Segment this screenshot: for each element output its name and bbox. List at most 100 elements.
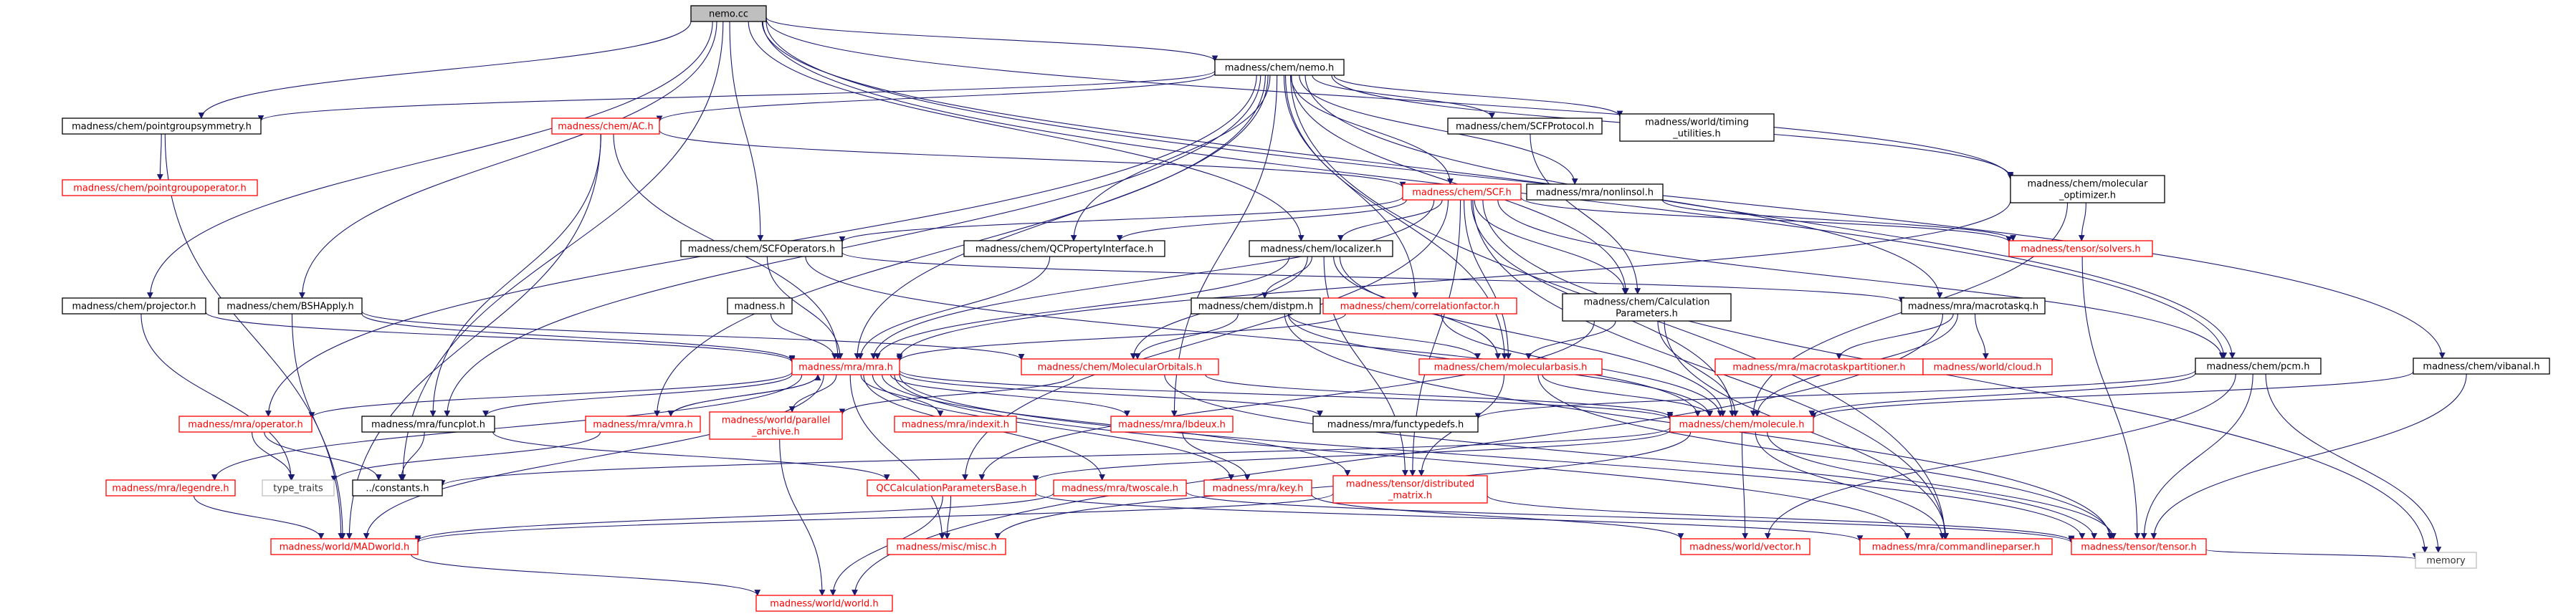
node-label: madness/chem/molecule.h xyxy=(1679,420,1804,431)
edge-macrotaskq-to-cloud xyxy=(1975,313,1989,360)
node-vector[interactable]: madness/world/vector.h xyxy=(1680,538,1811,555)
node-box xyxy=(262,479,335,497)
node-functypedefs[interactable]: madness/mra/functypedefs.h xyxy=(1312,416,1479,433)
node-macrotaskpartitioner[interactable]: madness/mra/macrotaskpartitioner.h xyxy=(1714,358,1924,375)
node-box xyxy=(2010,175,2165,203)
node-box xyxy=(270,538,419,555)
node-ac[interactable]: madness/chem/AC.h xyxy=(551,117,660,135)
node-key[interactable]: madness/mra/key.h xyxy=(1203,479,1312,497)
node-vmra[interactable]: madness/mra/vmra.h xyxy=(585,416,701,433)
edge-distpm-to-molecularbasis xyxy=(1288,313,1481,360)
edge-vibanal-to-tensor xyxy=(2150,373,2467,539)
node-bshapply[interactable]: madness/chem/BSHApply.h xyxy=(218,297,363,315)
node-box xyxy=(1312,416,1479,433)
node-label: nemo.cc xyxy=(709,9,748,20)
node-scf[interactable]: madness/chem/SCF.h xyxy=(1402,183,1522,201)
node-twoscale[interactable]: madness/mra/twoscale.h xyxy=(1053,479,1187,497)
node-label: madness/chem/molecular xyxy=(2027,179,2148,190)
edge-localizer-to-distpm xyxy=(1261,256,1313,299)
edge-mra-to-molecule xyxy=(899,370,1674,421)
node-box xyxy=(1191,297,1321,315)
node-memory[interactable]: memory xyxy=(2415,552,2477,569)
node-world[interactable]: madness/world/world.h xyxy=(755,595,893,612)
node-nemo-cc[interactable]: nemo.cc xyxy=(690,5,767,22)
node-mra[interactable]: madness/mra/mra.h xyxy=(791,358,900,375)
node-box xyxy=(690,5,767,22)
node-qcpropertyinterface[interactable]: madness/chem/QCPropertyInterface.h xyxy=(963,240,1165,257)
edge-scfoperators-to-mra xyxy=(766,256,844,360)
edge-pcm-to-vector xyxy=(1764,373,2236,539)
node-legendre[interactable]: madness/mra/legendre.h xyxy=(105,479,236,497)
edge-nemo_cc-to-projector xyxy=(146,21,713,299)
edge-mra-to-key xyxy=(872,374,1234,481)
node-correlationfactor[interactable]: madness/chem/correlationfactor.h xyxy=(1322,297,1517,315)
edge-funcplot-to-constants xyxy=(398,431,425,481)
node-calcparams[interactable]: madness/chem/CalculationParameters.h xyxy=(1562,293,1732,322)
node-label: Parameters.h xyxy=(1616,309,1678,320)
edge-scf-to-molecularbasis xyxy=(1464,199,1512,360)
node-type-traits[interactable]: type_traits xyxy=(262,479,335,497)
node-tensor[interactable]: madness/tensor/tensor.h xyxy=(2071,538,2207,555)
node-nonlinsol[interactable]: madness/mra/nonlinsol.h xyxy=(1526,183,1664,201)
node-molecule[interactable]: madness/chem/molecule.h xyxy=(1669,416,1814,433)
node-distpm[interactable]: madness/chem/distpm.h xyxy=(1191,297,1321,315)
node-madness-h[interactable]: madness.h xyxy=(727,297,793,315)
node-label: madness/mra/nonlinsol.h xyxy=(1536,188,1654,198)
edge-scfoperators-to-macrotaskq xyxy=(841,251,1905,304)
edge-scf-to-scfoperators xyxy=(839,196,1403,243)
node-qccalc[interactable]: QCCalculationParametersBase.h xyxy=(867,479,1036,497)
edge-nemo_h-to-pcm xyxy=(1304,75,2236,359)
node-operator[interactable]: madness/mra/operator.h xyxy=(178,416,313,433)
edge-distributed_matrix-to-tensor xyxy=(1487,495,2075,542)
node-label: madness/world/MADworld.h xyxy=(280,542,410,553)
node-distributed-matrix[interactable]: madness/tensor/distributed_matrix.h xyxy=(1332,475,1488,504)
node-pointgroupsymmetry[interactable]: madness/chem/pointgroupsymmetry.h xyxy=(62,117,262,135)
node-molecular-optimizer[interactable]: madness/chem/molecular_optimizer.h xyxy=(2010,175,2165,203)
node-box xyxy=(755,595,893,612)
node-scfoperators[interactable]: madness/chem/SCFOperators.h xyxy=(680,240,843,257)
node-nemo-h[interactable]: madness/chem/nemo.h xyxy=(1214,59,1345,76)
edge-calcparams-to-molecularbasis xyxy=(1525,320,1616,360)
node-macrotaskq[interactable]: madness/mra/macrotaskq.h xyxy=(1901,297,2046,315)
node-madworld[interactable]: madness/world/MADworld.h xyxy=(270,538,419,555)
node-cloud[interactable]: madness/world/cloud.h xyxy=(1922,358,2053,375)
edge-legendre-to-madworld xyxy=(193,495,325,539)
edge-mra-to-funcplot xyxy=(482,374,793,417)
node-label: madness/chem/AC.h xyxy=(558,122,654,133)
edge-twoscale-to-tensor xyxy=(1186,491,2075,544)
node-funcplot[interactable]: madness/mra/funcplot.h xyxy=(361,416,495,433)
node-lbdeux[interactable]: madness/mra/lbdeux.h xyxy=(1110,416,1234,433)
node-timing[interactable]: madness/world/timing_utilities.h xyxy=(1619,113,1775,142)
node-molecularbasis[interactable]: madness/chem/molecularbasis.h xyxy=(1418,358,1603,375)
node-localizer[interactable]: madness/chem/localizer.h xyxy=(1249,240,1393,257)
node-label: madness/mra/vmra.h xyxy=(593,420,692,431)
node-box xyxy=(1322,297,1517,315)
node-label: madness/chem/distpm.h xyxy=(1198,302,1314,312)
node-constants[interactable]: ../constants.h xyxy=(352,479,443,497)
node-pointgroupoperator[interactable]: madness/chem/pointgroupoperator.h xyxy=(62,179,258,196)
edge-nemo_cc-to-molecular_optimizer xyxy=(765,18,2014,180)
node-label: _optimizer.h xyxy=(2059,191,2116,201)
edge-scf-to-memory xyxy=(1482,199,2428,553)
edge-key-to-vector xyxy=(1311,494,1684,540)
node-vibanal[interactable]: madness/chem/vibanal.h xyxy=(2413,358,2550,375)
node-molecularorbitals[interactable]: madness/chem/MolecularOrbitals.h xyxy=(1021,358,1219,375)
node-projector[interactable]: madness/chem/projector.h xyxy=(62,297,206,315)
node-label: madness/chem/localizer.h xyxy=(1261,244,1382,255)
node-label: madness/tensor/solvers.h xyxy=(2021,244,2140,255)
node-misc[interactable]: madness/misc/misc.h xyxy=(887,538,1006,555)
edge-nemo_h-to-ac xyxy=(656,72,1216,123)
node-solvers[interactable]: madness/tensor/solvers.h xyxy=(2008,240,2153,257)
node-label: memory xyxy=(2426,556,2466,567)
edge-solvers-to-tensor xyxy=(2081,256,2141,539)
node-indexit[interactable]: madness/mra/indexit.h xyxy=(894,416,1017,433)
node-box xyxy=(62,179,258,196)
edge-macrotaskq-to-macrotaskpartitioner xyxy=(1836,313,1954,360)
node-scfprotocol[interactable]: madness/chem/SCFProtocol.h xyxy=(1447,117,1603,135)
node-commandlineparser[interactable]: madness/mra/commandlineparser.h xyxy=(1859,538,2053,555)
edge-vmra-to-mra xyxy=(670,374,821,417)
node-box xyxy=(1418,358,1603,375)
node-pcm[interactable]: madness/chem/pcm.h xyxy=(2195,358,2322,375)
node-label: _matrix.h xyxy=(1388,491,1432,502)
node-parallel-archive[interactable]: madness/world/parallel_archive.h xyxy=(709,411,843,440)
